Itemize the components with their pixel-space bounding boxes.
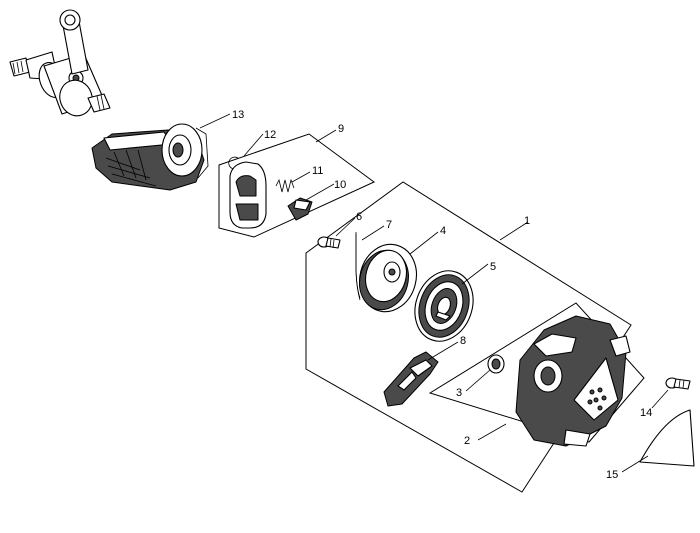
leader-1 — [499, 221, 529, 241]
callout-2: 2 — [464, 435, 470, 447]
callout-4: 4 — [440, 225, 446, 237]
group-frame-9 — [218, 133, 375, 238]
leader-4 — [409, 231, 439, 255]
part-13-flywheel — [91, 123, 209, 191]
callout-15: 15 — [606, 469, 618, 481]
leader-14 — [651, 389, 669, 409]
leader-5 — [461, 263, 489, 285]
part-3-bushing — [487, 354, 505, 374]
part-10-pawl — [287, 197, 313, 221]
leader-7 — [361, 225, 385, 241]
part-14-bolt — [665, 377, 691, 390]
part-8-handle — [383, 351, 439, 407]
leader-8 — [427, 341, 459, 361]
part-15-cover-plate — [639, 409, 695, 467]
part-6-screw — [317, 236, 341, 249]
leader-15 — [621, 455, 649, 473]
leader-13 — [199, 113, 231, 129]
callout-9: 9 — [338, 123, 344, 135]
callout-13: 13 — [232, 109, 244, 121]
leader-10 — [305, 183, 335, 201]
part-4-pulley — [359, 243, 417, 313]
callout-8: 8 — [460, 335, 466, 347]
leader-11 — [291, 171, 311, 183]
callout-7: 7 — [386, 219, 392, 231]
leader-6 — [335, 217, 356, 237]
callout-12: 12 — [264, 129, 276, 141]
leader-12 — [243, 133, 264, 157]
crankshaft — [9, 9, 111, 117]
callout-3: 3 — [456, 387, 462, 399]
leader-2 — [477, 423, 507, 441]
part-5-recoil-spring — [414, 270, 474, 342]
callout-1: 1 — [524, 215, 530, 227]
callout-5: 5 — [490, 261, 496, 273]
callout-11: 11 — [312, 165, 323, 177]
callout-10: 10 — [334, 179, 346, 191]
leader-3 — [465, 369, 491, 392]
part-9-ratchet-plate — [229, 161, 267, 229]
part-2-starter-case — [515, 315, 631, 447]
callout-14: 14 — [640, 407, 652, 419]
callout-6: 6 — [356, 211, 362, 223]
part-11-spring — [275, 178, 295, 193]
leader-9 — [315, 129, 337, 143]
